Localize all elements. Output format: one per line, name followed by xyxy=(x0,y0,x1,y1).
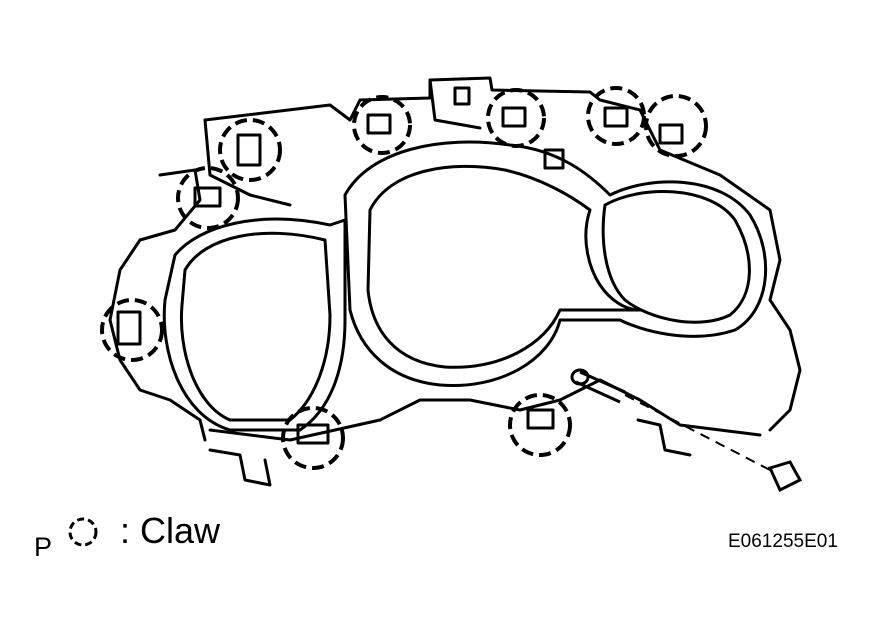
claw-marker-9 xyxy=(508,393,572,457)
center-gauge-lens xyxy=(366,164,642,369)
legend-prefix: P xyxy=(34,532,53,562)
rear-frame xyxy=(203,76,802,432)
claw-marker-6 xyxy=(176,166,240,230)
claw-top-3 xyxy=(501,106,527,128)
lower-left-foot xyxy=(208,448,272,487)
screw-boss xyxy=(570,368,590,386)
claw-top-4 xyxy=(603,106,629,128)
claw-marker-4 xyxy=(586,86,646,146)
lower-bracket-right xyxy=(636,418,692,457)
screw-axis-line xyxy=(624,394,771,471)
claw-left-2 xyxy=(116,310,142,346)
legend-label: : Claw xyxy=(120,510,221,551)
left-gauge-lens xyxy=(179,231,332,422)
claw-marker-1 xyxy=(218,118,282,182)
claw-marker-2 xyxy=(352,95,412,155)
claw-left-1 xyxy=(193,186,222,208)
claw-marker-5 xyxy=(644,94,708,158)
claw-marker-icon xyxy=(68,517,98,547)
left-gauge-pod xyxy=(162,217,347,432)
claw-bottom-2 xyxy=(526,408,555,430)
top-bracket-tab xyxy=(428,78,482,130)
claw-top-1 xyxy=(236,133,262,167)
center-gauge-pod xyxy=(343,140,768,388)
screw-body xyxy=(767,460,803,493)
lower-frame xyxy=(208,378,762,442)
claw-marker-7 xyxy=(100,298,164,362)
claw-marker-3 xyxy=(486,88,546,148)
claw-marker-8 xyxy=(281,406,345,470)
claw-top-2 xyxy=(366,113,392,135)
right-gauge-lens xyxy=(601,190,751,324)
claw-bottom-1 xyxy=(296,423,330,445)
claw-top-5 xyxy=(658,123,684,145)
pin-boss xyxy=(453,86,471,106)
top-left-bracket xyxy=(203,118,292,207)
figure-id: E061255E01 xyxy=(728,531,838,552)
boss-top xyxy=(543,148,565,170)
left-bracket xyxy=(108,168,207,442)
